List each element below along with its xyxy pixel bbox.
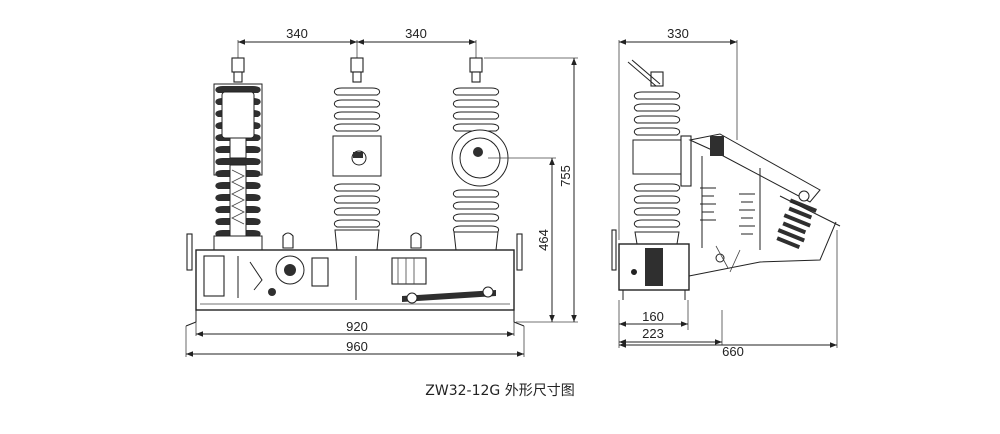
pole-middle: [332, 57, 382, 251]
dim-side-base-outer: 223: [642, 326, 664, 341]
dim-side-top-width: 330: [667, 26, 689, 41]
dim-side-base-inner: 160: [642, 309, 664, 324]
dim-total-height: 755: [558, 165, 573, 187]
side-view: 330: [611, 26, 841, 359]
dim-top-left: 340: [286, 26, 308, 41]
dim-top-right: 340: [405, 26, 427, 41]
dim-body-height: 464: [536, 229, 551, 251]
front-base-frame: [185, 232, 525, 327]
dim-side-overall-depth: 660: [722, 344, 744, 359]
side-main-pole: [627, 59, 692, 245]
dim-overall-width: 960: [346, 339, 368, 354]
front-view: 340 340: [185, 26, 578, 357]
pole-right: [451, 57, 509, 251]
pole-left-sectioned: [213, 57, 263, 251]
figure-caption: ZW32-12G 外形尺寸图: [425, 383, 575, 399]
dim-inner-width: 920: [346, 319, 368, 334]
side-disconnector: [688, 133, 841, 277]
